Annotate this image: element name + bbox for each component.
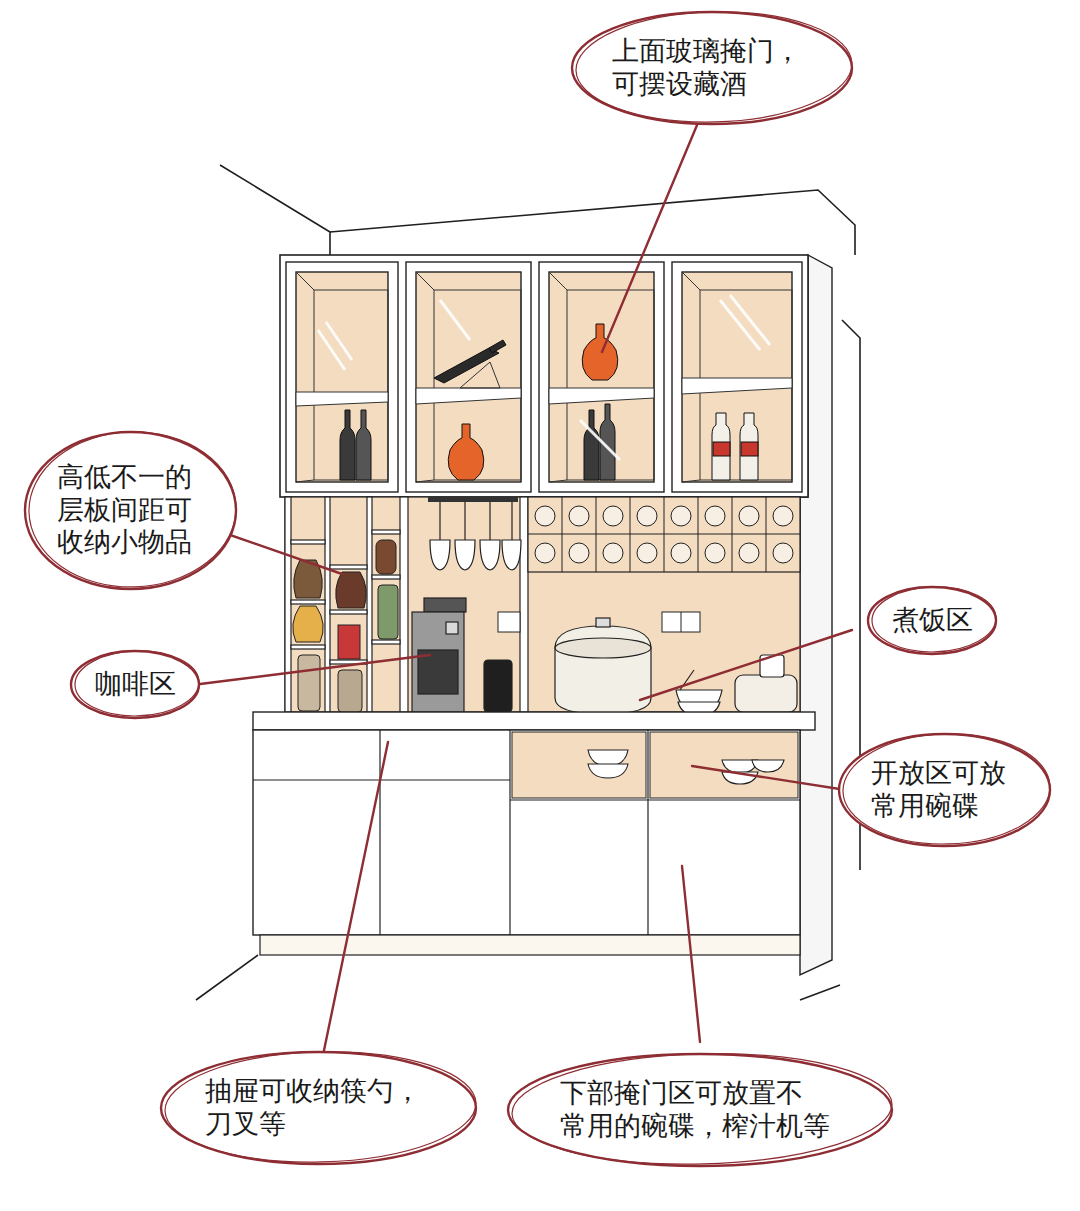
callout-bubble: 下部掩门区可放置不 常用的碗碟，榨汁机等 <box>506 1052 894 1168</box>
callout-bubble: 高低不一的 层板间距可 收纳小物品 <box>23 430 238 591</box>
callout-text: 抽屉可收纳筷勺， 刀叉等 <box>205 1075 432 1141</box>
callout-text: 煮饭区 <box>892 604 973 637</box>
callout-bubble: 咖啡区 <box>69 649 201 720</box>
bubble-ellipse <box>508 1054 892 1166</box>
bubble-sketch-line <box>511 1049 894 1169</box>
callout-bubble: 上面玻璃掩门， 可摆设藏酒 <box>570 10 854 126</box>
bubble-sketch-line <box>575 8 854 125</box>
callout-text: 上面玻璃掩门， 可摆设藏酒 <box>612 35 812 101</box>
bubble-sketch-line <box>74 649 200 717</box>
bubble-ellipse <box>839 734 1050 846</box>
bubble-ellipse <box>868 587 996 654</box>
bubble-sketch-line <box>841 731 1051 846</box>
callout-text: 高低不一的 层板间距可 收纳小物品 <box>57 461 203 560</box>
bubble-ellipse <box>25 432 236 589</box>
callout-text: 开放区可放 常用碗碟 <box>871 757 1017 823</box>
callout-text: 咖啡区 <box>95 668 176 701</box>
callout-bubble: 煮饭区 <box>866 585 998 656</box>
bubble-sketch-line <box>163 1048 477 1166</box>
bubble-sketch-line <box>871 585 997 653</box>
callout-text: 下部掩门区可放置不 常用的碗碟，榨汁机等 <box>560 1077 841 1143</box>
bubble-ellipse <box>71 651 199 718</box>
callout-bubble: 抽屉可收纳筷勺， 刀叉等 <box>159 1050 478 1166</box>
bubble-sketch-line <box>26 429 237 589</box>
callout-bubble: 开放区可放 常用碗碟 <box>837 732 1052 848</box>
